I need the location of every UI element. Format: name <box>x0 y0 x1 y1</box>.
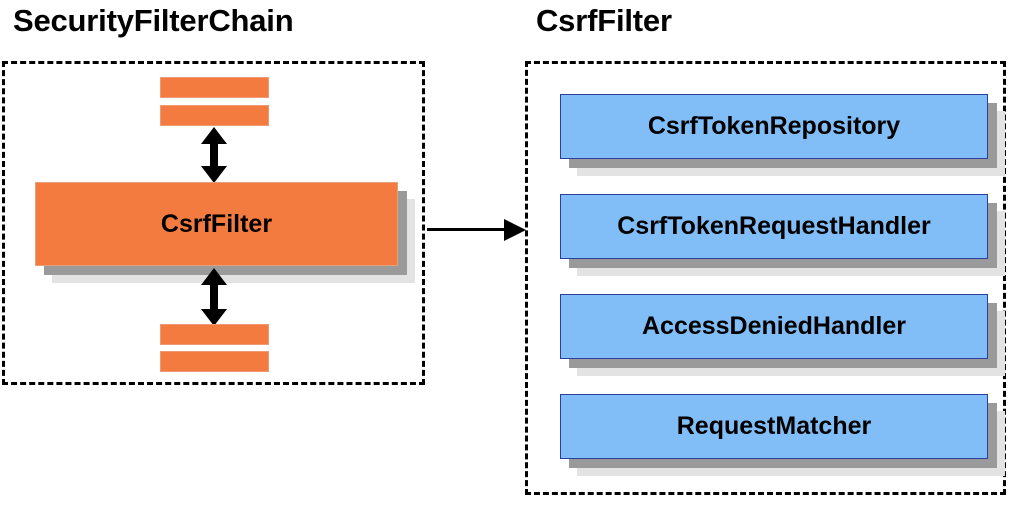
securityfilterchain-container <box>2 61 425 385</box>
csrffilter-box[interactable]: CsrfFilter <box>35 182 415 283</box>
filter-bar-top-1 <box>160 77 269 98</box>
arrow-head-up-icon <box>201 127 227 144</box>
arrow-head-right-icon <box>504 219 526 241</box>
component-box-label: AccessDeniedHandler <box>560 294 988 359</box>
connector-shaft <box>427 228 507 231</box>
filter-bar-top-2 <box>160 105 269 126</box>
component-box-label: CsrfTokenRepository <box>560 94 988 159</box>
component-box-csrftokenrepository[interactable]: CsrfTokenRepository <box>560 94 1005 176</box>
double-arrow-icon-top <box>201 127 227 183</box>
arrow-shaft <box>210 281 218 313</box>
double-arrow-icon-bottom <box>201 268 227 326</box>
component-box-label: CsrfTokenRequestHandler <box>560 194 988 259</box>
arrow-head-down-icon <box>201 309 227 326</box>
page-title-csrffilter: CsrfFilter <box>536 3 672 38</box>
csrffilter-container <box>525 61 1006 495</box>
page-title-securityfilterchain: SecurityFilterChain <box>13 3 294 38</box>
connector-arrow-icon <box>427 219 526 241</box>
component-box-label: RequestMatcher <box>560 394 988 459</box>
filter-bar-bottom-2 <box>160 351 269 372</box>
arrow-head-down-icon <box>201 166 227 183</box>
arrow-head-up-icon <box>201 268 227 285</box>
csrffilter-box-label: CsrfFilter <box>35 182 398 266</box>
component-box-csrftokenrequesthandler[interactable]: CsrfTokenRequestHandler <box>560 194 1005 276</box>
component-box-accessdeniedhandler[interactable]: AccessDeniedHandler <box>560 294 1005 376</box>
filter-bar-bottom-1 <box>160 324 269 345</box>
arrow-shaft <box>210 140 218 170</box>
component-box-requestmatcher[interactable]: RequestMatcher <box>560 394 1005 476</box>
